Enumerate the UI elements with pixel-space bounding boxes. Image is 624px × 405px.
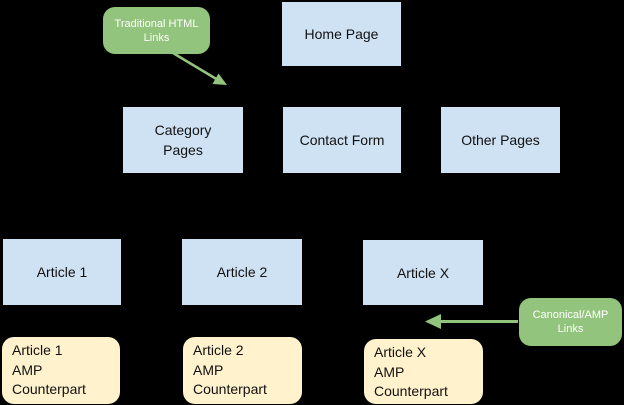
node-article-1-amp-label: Article 1 AMP Counterpart <box>12 342 86 397</box>
node-article-x-label: Article X <box>396 264 450 281</box>
annotation-canonical-amp-links: Canonical/AMP Links <box>519 298 622 346</box>
node-article-1: Article 1 <box>3 239 121 305</box>
traditional-arrow-line <box>172 51 219 82</box>
traditional-html-links-arrow <box>172 51 227 85</box>
node-article-2: Article 2 <box>182 239 302 305</box>
node-category-pages: Category Pages <box>123 107 243 173</box>
annotation-traditional-html-links: Traditional HTML Links <box>103 7 210 54</box>
traditional-arrowhead-icon <box>212 73 227 85</box>
node-other-pages-label: Other Pages <box>461 132 540 148</box>
annotation-traditional-html-links-label: Traditional HTML Links <box>114 17 199 44</box>
node-article-2-amp-label: Article 2 AMP Counterpart <box>193 342 267 397</box>
node-article-2-amp-counterpart: Article 2 AMP Counterpart <box>183 337 302 404</box>
node-article-1-amp-counterpart: Article 1 AMP Counterpart <box>2 337 120 404</box>
node-contact-form-label: Contact Form <box>299 132 385 148</box>
node-article-2-label: Article 2 <box>216 264 268 280</box>
node-article-x-amp-label: Article X AMP Counterpart <box>374 344 448 399</box>
node-article-x: Article X <box>363 240 483 305</box>
node-home-page: Home Page <box>282 2 401 66</box>
canonical-amp-links-arrow <box>425 314 518 329</box>
node-category-pages-label: Category Pages <box>154 122 212 158</box>
node-contact-form: Contact Form <box>283 107 401 173</box>
canonical-arrowhead-icon <box>425 314 441 329</box>
node-article-x-amp-counterpart: Article X AMP Counterpart <box>364 339 483 404</box>
node-article-1-label: Article 1 <box>36 264 88 280</box>
node-home-page-label: Home Page <box>304 26 379 42</box>
annotation-canonical-amp-links-label: Canonical/AMP Links <box>532 309 609 335</box>
node-other-pages: Other Pages <box>441 107 560 173</box>
